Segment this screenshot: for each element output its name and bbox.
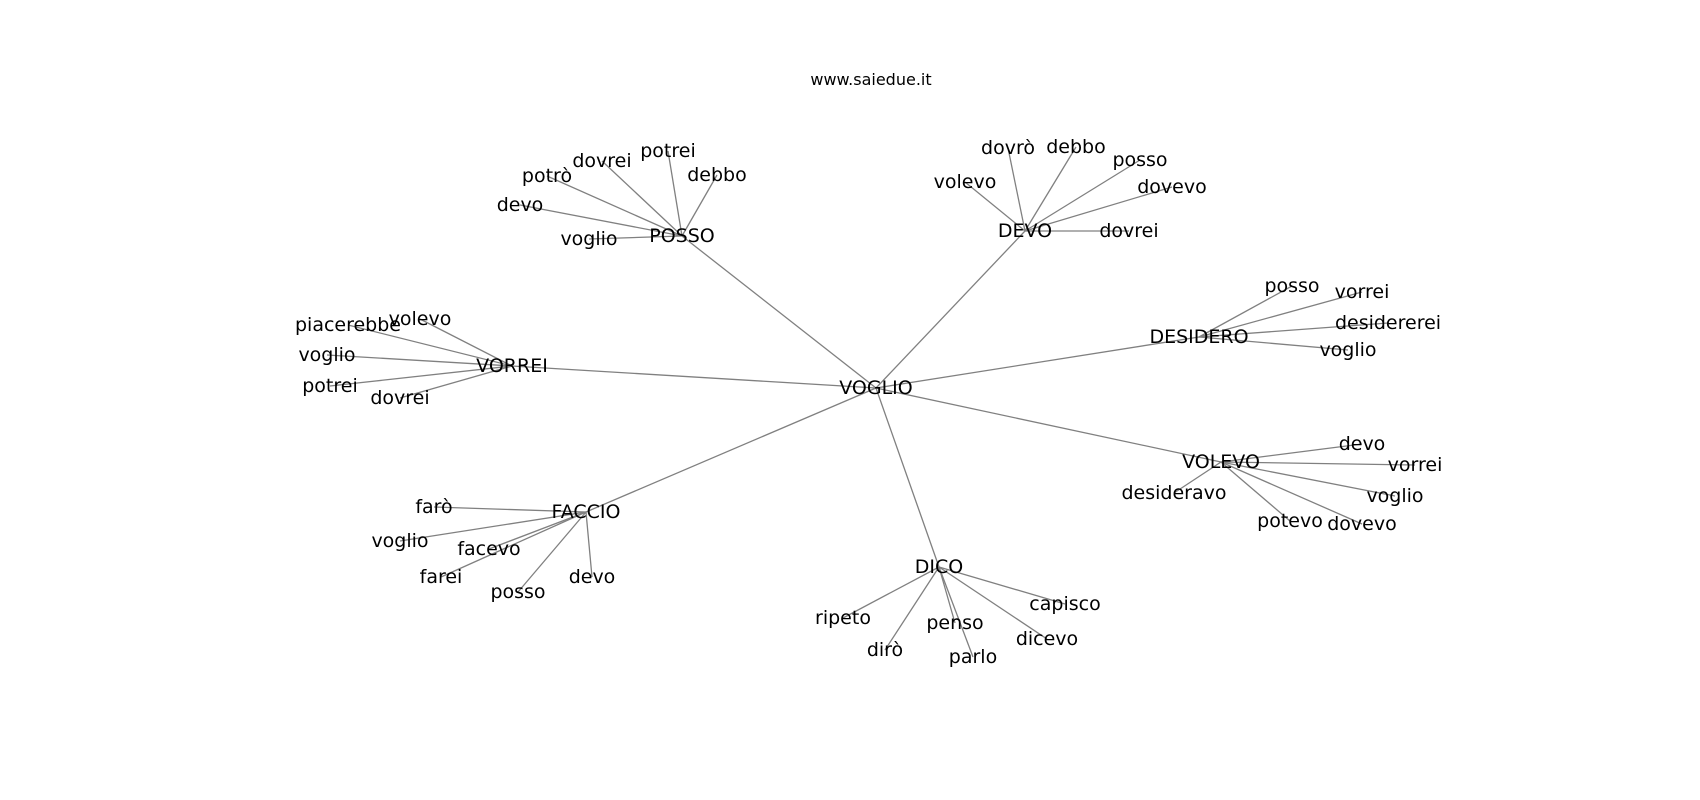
edge-root-desidero	[875, 336, 1200, 389]
leaf-node-label: dovrei	[572, 150, 631, 172]
leaf-node-label: potrei	[302, 375, 358, 397]
edge-faccio-0	[433, 506, 587, 513]
leaf-node-label: voglio	[371, 530, 428, 552]
edge-volevo-0	[1220, 443, 1363, 463]
edge-volevo-1	[1220, 461, 1416, 466]
edge-root-volevo	[875, 387, 1222, 463]
leaf-node-label: vorrei	[1335, 281, 1390, 303]
edge-root-dico	[875, 387, 940, 568]
edge-root-faccio	[585, 387, 877, 513]
leaf-node-label: debbo	[1046, 136, 1106, 158]
leaf-node-label: dicevo	[1016, 628, 1078, 650]
leaf-node-label: devo	[569, 566, 616, 588]
leaf-node-label: piacerebbe	[295, 314, 401, 336]
edge-root-devo	[875, 230, 1026, 389]
leaf-node-label: voglio	[1366, 485, 1423, 507]
leaf-node-label: voglio	[1319, 339, 1376, 361]
leaf-node-label: vorrei	[1388, 454, 1443, 476]
leaf-node-label: dirò	[867, 639, 903, 661]
edge-posso-2	[681, 174, 718, 237]
leaf-node-label: dovrei	[1099, 220, 1158, 242]
labels-layer: potrei dovrei debbo potrò devo voglio POSSO dov…	[295, 136, 1442, 668]
edge-posso-4	[519, 204, 683, 237]
leaf-node-label: dovrò	[981, 137, 1035, 159]
edge-dico-3	[938, 566, 1048, 640]
edges-layer	[326, 146, 1416, 658]
edge-posso-3	[546, 175, 683, 237]
edge-volevo-4	[1220, 461, 1291, 522]
leaf-node-label: posso	[1112, 149, 1167, 171]
leaf-node-label: farò	[415, 496, 452, 518]
leaf-node-label: devo	[497, 194, 544, 216]
edge-dico-4	[884, 566, 940, 651]
leaf-node-label: capisco	[1029, 593, 1100, 615]
edge-faccio-5	[585, 511, 593, 578]
hub-node-label: POSSO	[649, 225, 715, 247]
edge-faccio-2	[488, 511, 587, 550]
leaf-node-label: dovrei	[370, 387, 429, 409]
leaf-node-label: posso	[490, 581, 545, 603]
leaf-node-label: devo	[1339, 433, 1386, 455]
edge-vorrei-1	[419, 318, 513, 367]
site-title: www.saiedue.it	[810, 70, 932, 89]
edge-dico-0	[938, 566, 1066, 605]
edge-volevo-5	[1220, 461, 1363, 525]
hub-node-label: DESIDERO	[1149, 326, 1248, 348]
edge-dico-1	[842, 566, 940, 619]
leaf-node-label: posso	[1264, 275, 1319, 297]
edge-vorrei-3	[329, 365, 513, 387]
edge-devo-2	[1024, 159, 1141, 232]
hub-node-label: DICO	[915, 556, 963, 578]
edge-posso-1	[601, 160, 683, 237]
edge-devo-1	[1024, 146, 1077, 232]
edge-vorrei-0	[347, 324, 513, 367]
edge-desidero-1	[1198, 291, 1363, 338]
leaf-node-label: dovevo	[1137, 176, 1207, 198]
leaf-node-label: debbo	[687, 164, 747, 186]
hub-node-label: DEVO	[998, 220, 1052, 242]
hub-node-label: FACCIO	[552, 501, 621, 523]
leaf-node-label: potrò	[522, 165, 572, 187]
edge-faccio-4	[517, 511, 587, 593]
edge-root-vorrei	[511, 365, 877, 389]
edge-volevo-3	[1220, 461, 1396, 497]
edge-desidero-0	[1198, 285, 1293, 338]
leaf-node-label: volevo	[389, 308, 452, 330]
leaf-node-label: voglio	[560, 228, 617, 250]
leaf-node-label: farei	[420, 566, 463, 588]
leaf-node-label: desidererei	[1335, 312, 1441, 334]
leaf-node-label: desideravo	[1121, 482, 1226, 504]
leaf-node-label: potrei	[640, 140, 696, 162]
edge-vorrei-4	[399, 365, 513, 399]
edge-posso-5	[588, 235, 683, 240]
edge-devo-3	[964, 181, 1026, 232]
edge-desidero-2	[1198, 322, 1389, 338]
edge-devo-0	[1007, 147, 1026, 232]
edge-devo-4	[1024, 186, 1173, 232]
leaf-node-label: ripeto	[815, 607, 871, 629]
hub-node-label: VORREI	[476, 355, 548, 377]
edge-desidero-3	[1198, 336, 1349, 351]
edge-root-posso	[681, 235, 877, 389]
leaf-node-label: voglio	[298, 344, 355, 366]
leaf-node-label: potevo	[1257, 510, 1323, 532]
hub-node-label: VOLEVO	[1182, 451, 1260, 473]
leaf-node-label: parlo	[949, 646, 997, 668]
leaf-node-label: volevo	[934, 171, 997, 193]
edge-faccio-3	[440, 511, 587, 578]
edge-dico-2	[938, 566, 956, 624]
edge-vorrei-2	[326, 354, 513, 367]
leaf-node-label: penso	[926, 612, 983, 634]
leaf-node-label: facevo	[457, 538, 520, 560]
leaf-node-label: dovevo	[1327, 513, 1397, 535]
edge-dico-5	[938, 566, 974, 658]
edge-volevo-2	[1173, 461, 1222, 494]
edge-faccio-1	[399, 511, 587, 542]
edge-posso-0	[667, 150, 683, 237]
root-node-label: VOGLIO	[839, 377, 913, 399]
